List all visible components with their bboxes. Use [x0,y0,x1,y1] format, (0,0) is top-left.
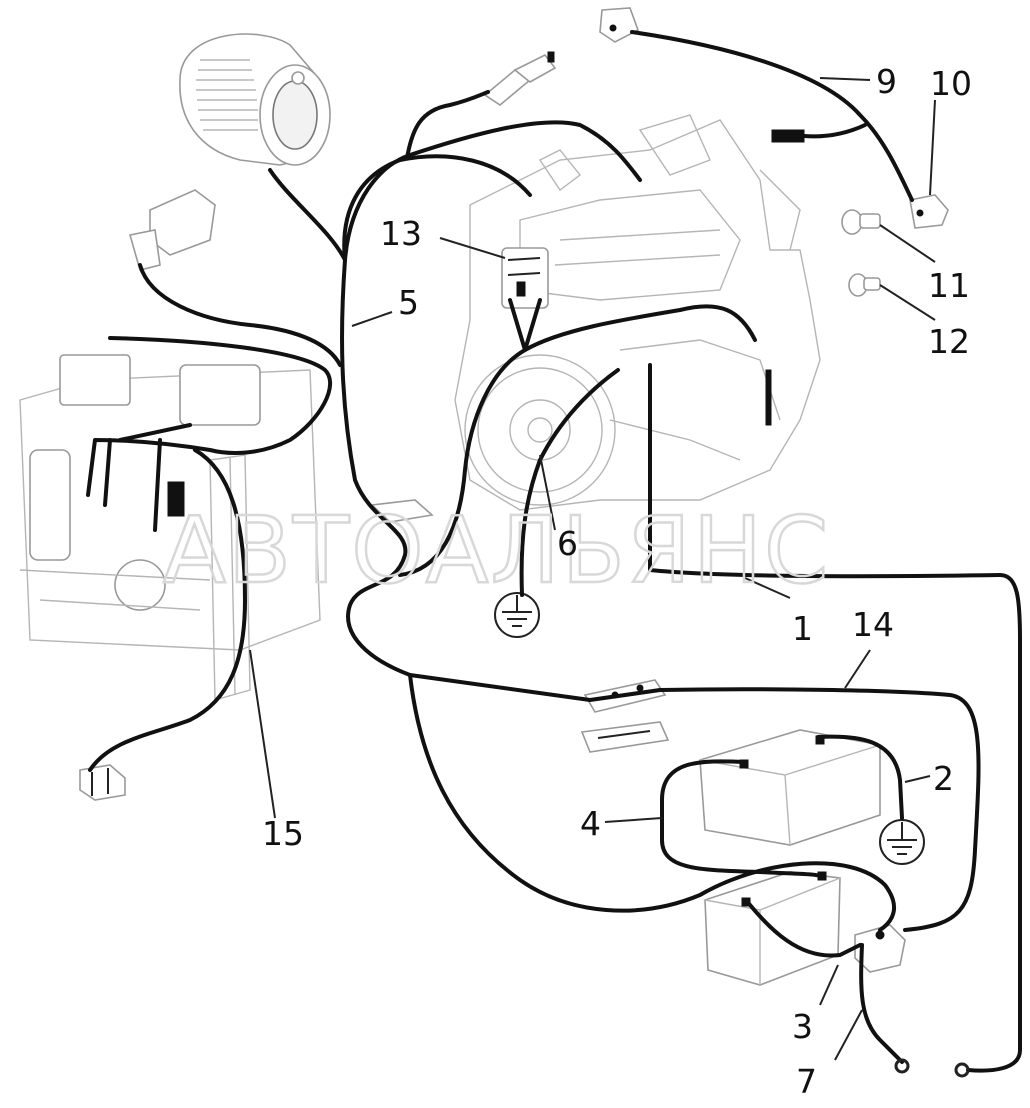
callout-9: 9 [876,62,897,101]
inline-connector [483,51,557,106]
radiator [19,354,321,701]
callout-3: 3 [792,1007,813,1046]
lamp-connector-9 [599,7,639,43]
connector-bottom-left [79,764,126,801]
callout-2: 2 [933,759,954,798]
watermark: АВТОАЛЬЯНС [163,497,830,604]
callout-5: 5 [398,283,419,322]
bracket [370,499,434,523]
air-filter [179,33,331,166]
leader-lines [249,77,936,1061]
bulb-11 [841,209,881,235]
callout-6: 6 [557,524,578,563]
wiring [86,30,1022,1078]
callouts: 1 2 3 4 5 6 7 9 10 11 12 13 14 15 [262,62,972,1101]
callout-15: 15 [262,814,304,853]
callout-10: 10 [930,64,972,103]
plug-9 [771,129,805,143]
callout-12: 12 [928,322,970,361]
callout-11: 11 [928,266,970,305]
ground-symbol-2 [879,819,925,865]
relay-left [128,189,216,271]
callout-14: 14 [852,605,894,644]
callout-7: 7 [796,1062,817,1101]
ground-symbol-6 [494,592,540,638]
callout-1: 1 [792,609,813,648]
lamp-connector-10 [909,194,949,229]
battery-upper [699,729,881,846]
callout-13: 13 [380,214,422,253]
callout-4: 4 [580,804,601,843]
bulb-12 [848,273,881,297]
connector-13 [501,247,549,309]
